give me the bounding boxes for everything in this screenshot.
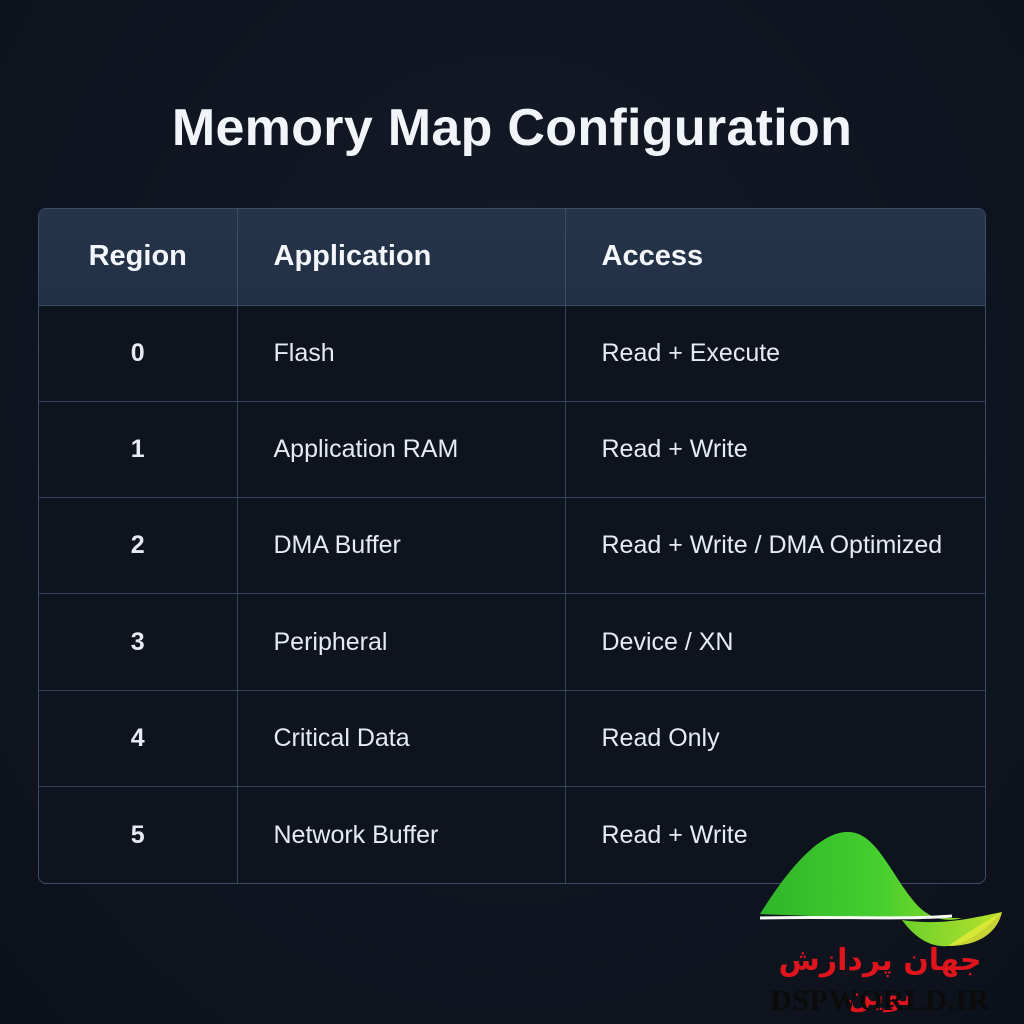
table-row: 5 Network Buffer Read + Write [39,786,985,883]
access-cell: Read + Write [565,401,985,499]
column-header-application: Application [237,209,566,306]
application-cell: Flash [237,305,566,402]
application-cell: Network Buffer [237,786,566,883]
wave-logo-icon [759,831,1002,947]
access-cell: Device / XN [565,593,985,691]
logo-persian-text: جهان پردازش نوین [778,943,982,1013]
table-row: 1 Application RAM Read + Write [39,401,985,499]
region-cell: 3 [39,593,238,691]
application-cell: Peripheral [237,593,566,691]
column-header-region: Region [39,209,238,306]
access-cell: Read + Execute [565,305,985,402]
region-cell: 0 [39,305,238,402]
logo-site-text: DSPWORLD.IR [770,984,990,1017]
table-row: 2 DMA Buffer Read + Write / DMA Optimize… [39,497,985,595]
memory-map-table: Region Application Access 0 Flash Read +… [38,208,986,884]
table-row: 3 Peripheral Device / XN [39,593,985,691]
table-header-row: Region Application Access [39,209,985,306]
region-cell: 1 [39,401,238,499]
access-cell: Read Only [565,690,985,788]
application-cell: DMA Buffer [237,497,566,595]
region-cell: 5 [39,786,238,883]
dspworld-logo: جهان پردازش نوین DSPWORLD.IR [752,826,1008,1024]
column-header-access: Access [565,209,985,306]
access-cell: Read + Write [601,820,748,849]
table-row: 0 Flash Read + Execute [39,305,985,402]
region-cell: 4 [39,690,238,788]
region-cell: 2 [39,497,238,595]
application-cell: Application RAM [237,401,566,499]
application-cell: Critical Data [237,690,566,788]
table-row: 4 Critical Data Read Only [39,690,985,788]
page-title: Memory Map Configuration [171,99,853,157]
access-cell: Read + Write / DMA Optimized [565,497,985,595]
